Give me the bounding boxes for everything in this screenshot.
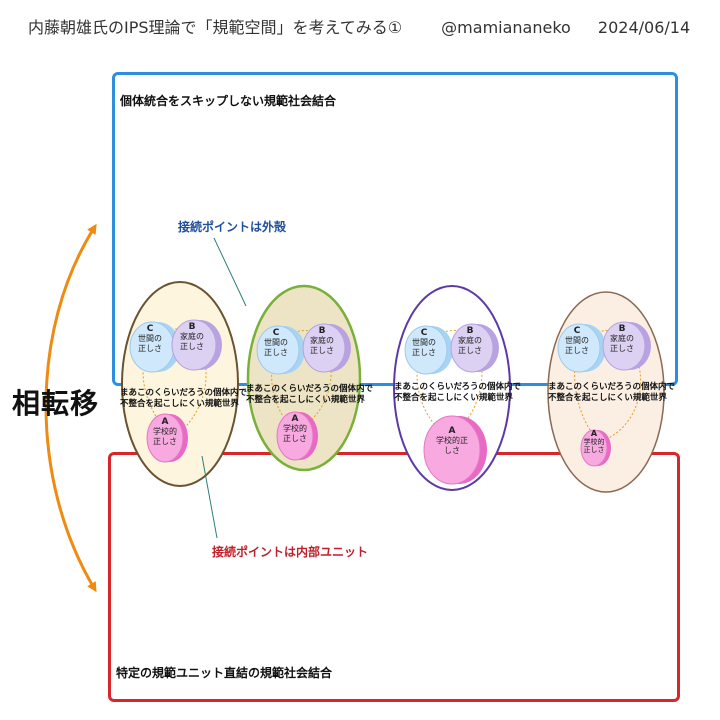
unit-b-1-letter: B [188, 322, 196, 332]
unit-b-1-line2: 正しさ [180, 342, 204, 351]
unit-a-2-line1: 学校的 [283, 424, 307, 433]
individual-4-middle-text: まあこのくらいだろうの個体内で 不整合を起こしにくい規範世界 [548, 382, 675, 404]
unit-c-1-letter: C [146, 324, 154, 334]
individual-1-middle-line1: まあこのくらいだろうの個体内で [120, 388, 247, 398]
unit-b-1-line1: 家庭の [180, 332, 204, 341]
bottom-region-title: 特定の規範ユニット直結の規範社会結合 [116, 666, 333, 680]
unit-b-3-letter: B [466, 326, 474, 336]
individual-1-middle-line2: 不整合を起こしにくい規範世界 [120, 399, 239, 409]
unit-a-3 [423, 415, 487, 485]
individual-4-middle-line2: 不整合を起こしにくい規範世界 [548, 393, 667, 403]
unit-a-3-line2: しさ [444, 446, 460, 455]
unit-a-4-line2: 正しさ [583, 446, 605, 454]
header-line: 内藤朝雄氏のIPS理論で「規範空間」を考えてみる① @mamiananeko 2… [28, 14, 690, 38]
unit-c-1-label: C 世間の 正しさ [130, 324, 170, 354]
unit-a-1-letter: A [161, 417, 169, 427]
phase-transition-arrow [44, 223, 97, 593]
unit-b-2-line1: 家庭の [310, 336, 334, 345]
note-inner-connection: 接続ポイントは内部ユニット [212, 545, 369, 559]
unit-c-4 [557, 323, 606, 373]
unit-a-2-letter: A [291, 414, 299, 424]
individual-1-middle-text: まあこのくらいだろうの個体内で 不整合を起こしにくい規範世界 [120, 388, 247, 410]
unit-c-2 [256, 325, 305, 375]
unit-b-2-line2: 正しさ [310, 346, 334, 355]
unit-a-2-label: A 学校的 正しさ [275, 414, 315, 444]
unit-c-4-label: C 世間の 正しさ [557, 326, 597, 356]
pointer-line-outer [213, 237, 247, 307]
bottom-region-box [108, 452, 680, 702]
unit-b-4-line1: 家庭の [610, 334, 634, 343]
unit-b-4 [602, 321, 651, 371]
unit-a-4-letter: A [590, 429, 598, 438]
individual-3-middle-line2: 不整合を起こしにくい規範世界 [394, 393, 513, 403]
individual-3 [393, 285, 511, 491]
unit-b-3 [450, 323, 499, 373]
individual-3-middle-line1: まあこのくらいだろうの個体内で [394, 382, 521, 392]
author-handle: @mamiananeko [441, 18, 571, 37]
unit-c-2-line1: 世間の [264, 338, 288, 347]
unit-c-4-line1: 世間の [565, 336, 589, 345]
unit-c-2-line2: 正しさ [264, 348, 288, 357]
unit-a-1-line2: 正しさ [153, 437, 177, 446]
unit-a-2 [276, 411, 318, 461]
unit-c-4-line2: 正しさ [565, 346, 589, 355]
individual-4-middle-line1: まあこのくらいだろうの個体内で [548, 382, 675, 392]
unit-c-3-letter: C [420, 328, 428, 338]
unit-b-3-line2: 正しさ [458, 346, 482, 355]
unit-a-1-line1: 学校的 [153, 427, 177, 436]
unit-a-3-letter: A [448, 426, 456, 436]
unit-b-3-line1: 家庭の [458, 336, 482, 345]
unit-b-2 [302, 323, 351, 373]
individual-2 [246, 284, 362, 472]
unit-c-1-line2: 正しさ [138, 344, 162, 353]
unit-c-1 [129, 321, 180, 373]
unit-b-3-label: B 家庭の 正しさ [450, 326, 490, 356]
unit-b-2-label: B 家庭の 正しさ [302, 326, 342, 356]
unit-c-3-line1: 世間の [412, 338, 436, 347]
unit-a-4-line1: 学校的 [583, 438, 605, 446]
individual-2-middle-line2: 不整合を起こしにくい規範世界 [246, 395, 365, 405]
unit-b-2-letter: B [318, 326, 326, 336]
unit-a-3-label: A 学校的正 しさ [427, 426, 477, 456]
unit-b-1-label: B 家庭の 正しさ [172, 322, 212, 352]
individual-4 [547, 291, 665, 493]
unit-a-3-line1: 学校的正 [436, 436, 468, 445]
top-region-title: 個体統合をスキップしない規範社会結合 [120, 94, 337, 108]
pointer-line-inner [201, 455, 218, 539]
unit-c-3-line2: 正しさ [412, 348, 436, 357]
unit-a-4 [580, 429, 611, 467]
unit-b-1 [171, 319, 222, 371]
individual-2-middle-line1: まあこのくらいだろうの個体内で [246, 384, 373, 394]
unit-c-4-letter: C [573, 326, 581, 336]
unit-a-4-label: A 学校的 正しさ [576, 429, 612, 455]
unit-c-3 [404, 325, 453, 375]
unit-b-4-line2: 正しさ [610, 344, 634, 353]
unit-c-2-letter: C [272, 328, 280, 338]
individual-3-middle-text: まあこのくらいだろうの個体内で 不整合を起こしにくい規範世界 [394, 382, 521, 404]
unit-c-1-line1: 世間の [138, 334, 162, 343]
unit-a-1-label: A 学校的 正しさ [145, 417, 185, 447]
header-date: 2024/06/14 [597, 18, 691, 37]
unit-b-4-letter: B [618, 324, 626, 334]
header-title: 内藤朝雄氏のIPS理論で「規範空間」を考えてみる① [28, 18, 403, 37]
note-outer-connection: 接続ポイントは外殻 [178, 220, 287, 234]
individual-2-middle-text: まあこのくらいだろうの個体内で 不整合を起こしにくい規範世界 [246, 384, 373, 406]
unit-c-2-label: C 世間の 正しさ [256, 328, 296, 358]
phase-transition-label: 相転移 [12, 387, 100, 420]
unit-c-3-label: C 世間の 正しさ [404, 328, 444, 358]
unit-b-4-label: B 家庭の 正しさ [602, 324, 642, 354]
unit-a-2-line2: 正しさ [283, 434, 307, 443]
individual-1 [121, 281, 239, 487]
unit-a-1 [146, 413, 188, 463]
